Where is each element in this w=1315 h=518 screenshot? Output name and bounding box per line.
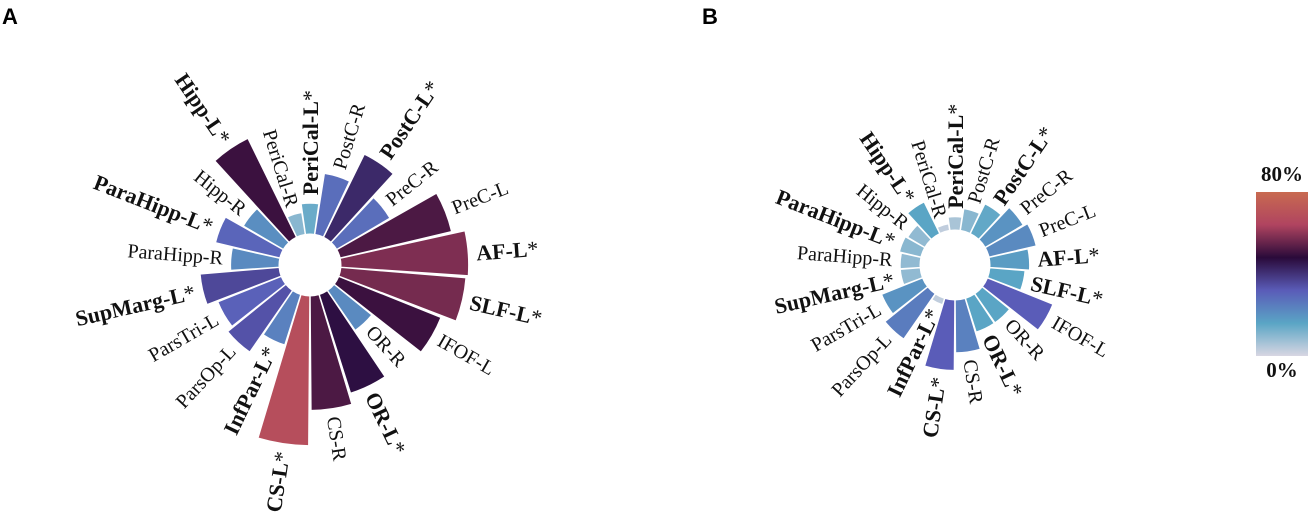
panel-b-letter: B [702,4,718,29]
bar-b-postc-r [959,208,980,235]
bar-a-parstri-l [217,275,287,327]
label-a-supmarg-l: SupMarg-L* [73,279,198,331]
bar-a-parsop-l [227,283,294,353]
bar-b-cs-r [954,297,981,354]
bar-a-hipp-r [242,208,290,250]
bar-a-postc-r [314,172,351,238]
label-a-hipp-l: Hipp-L* [170,68,236,149]
bar-b-prec-r [978,206,1024,248]
bar-a-or-r [326,283,373,331]
panel-a-letter: A [2,4,18,29]
bar-b-infpar-l [931,293,946,306]
bar-b-ifof-l [981,277,1054,331]
bar-b-af-l [988,248,1031,271]
bar-a-parahipp-l [214,216,284,259]
bar-a-perical-r [286,212,306,238]
bar-b-perical-r [936,223,951,235]
bar-b-cs-l [924,297,956,371]
label-b-perical-l: PeriCal-L* [943,104,968,209]
label-a-or-l: OR-L* [361,388,412,458]
bar-a-postc-l [323,153,394,243]
bar-a-cs-l [257,294,311,447]
colorbar: 80% 0% [1256,162,1308,382]
bar-b-supmarg-l [899,267,923,286]
bar-a-slf-l [338,267,467,322]
bar-b-slf-l [987,267,1026,291]
bar-a-hipp-l [214,137,297,243]
bar-b-or-l [964,293,995,333]
label-a-af-l: AF-L* [475,235,539,265]
bar-b-parstri-l [881,277,929,315]
label-b-cs-r: CS-R [958,358,986,406]
bar-a-infpar-l [262,290,302,346]
label-a-cs-l: CS-L* [260,450,294,514]
bar-a-parahipp-r [230,247,281,271]
label-a-ifof-l: IFOF-L [434,330,499,380]
colorbar-max-label: 80% [1261,162,1303,186]
bar-a-perical-l [300,202,320,235]
bar-a-or-l [318,290,386,394]
bar-b-perical-l [947,216,963,231]
label-a-prec-l: PreC-L [449,177,512,219]
colorbar-gradient [1256,192,1308,356]
label-a-postc-l: PostC-L* [374,76,445,164]
label-a-cs-r: CS-R [322,415,350,463]
bar-b-hipp-r [907,224,932,248]
label-a-slf-l: SLF-L* [467,289,544,330]
bar-b-hipp-l [906,201,941,240]
bar-a-supmarg-l [199,267,282,306]
bar-a-ifof-l [333,275,442,353]
label-b-ifof-l: IFOF-L [1048,312,1113,362]
bar-b-parahipp-l [898,236,926,258]
label-b-cs-l: CS-L* [917,375,951,439]
colorbar-min-label: 0% [1266,358,1298,382]
label-a-perical-l: PeriCal-L* [298,90,323,195]
bar-a-prec-l [336,192,453,259]
label-a-parahipp-r: ParaHipp-R [127,240,225,269]
bar-a-af-l [339,230,470,277]
bar-b-prec-l [984,223,1037,258]
panel-b-radial-chart: PeriCal-L*PostC-RPostC-L*PreC-RPreC-LAF-… [772,104,1113,440]
bar-b-parahipp-r [899,252,922,270]
bar-b-parsop-l [884,286,936,340]
bar-b-or-r [974,286,1011,324]
bar-b-postc-l [969,203,1002,240]
bar-a-cs-r [309,294,353,411]
label-b-af-l: AF-L* [1036,242,1100,272]
bar-a-prec-r [330,196,391,250]
